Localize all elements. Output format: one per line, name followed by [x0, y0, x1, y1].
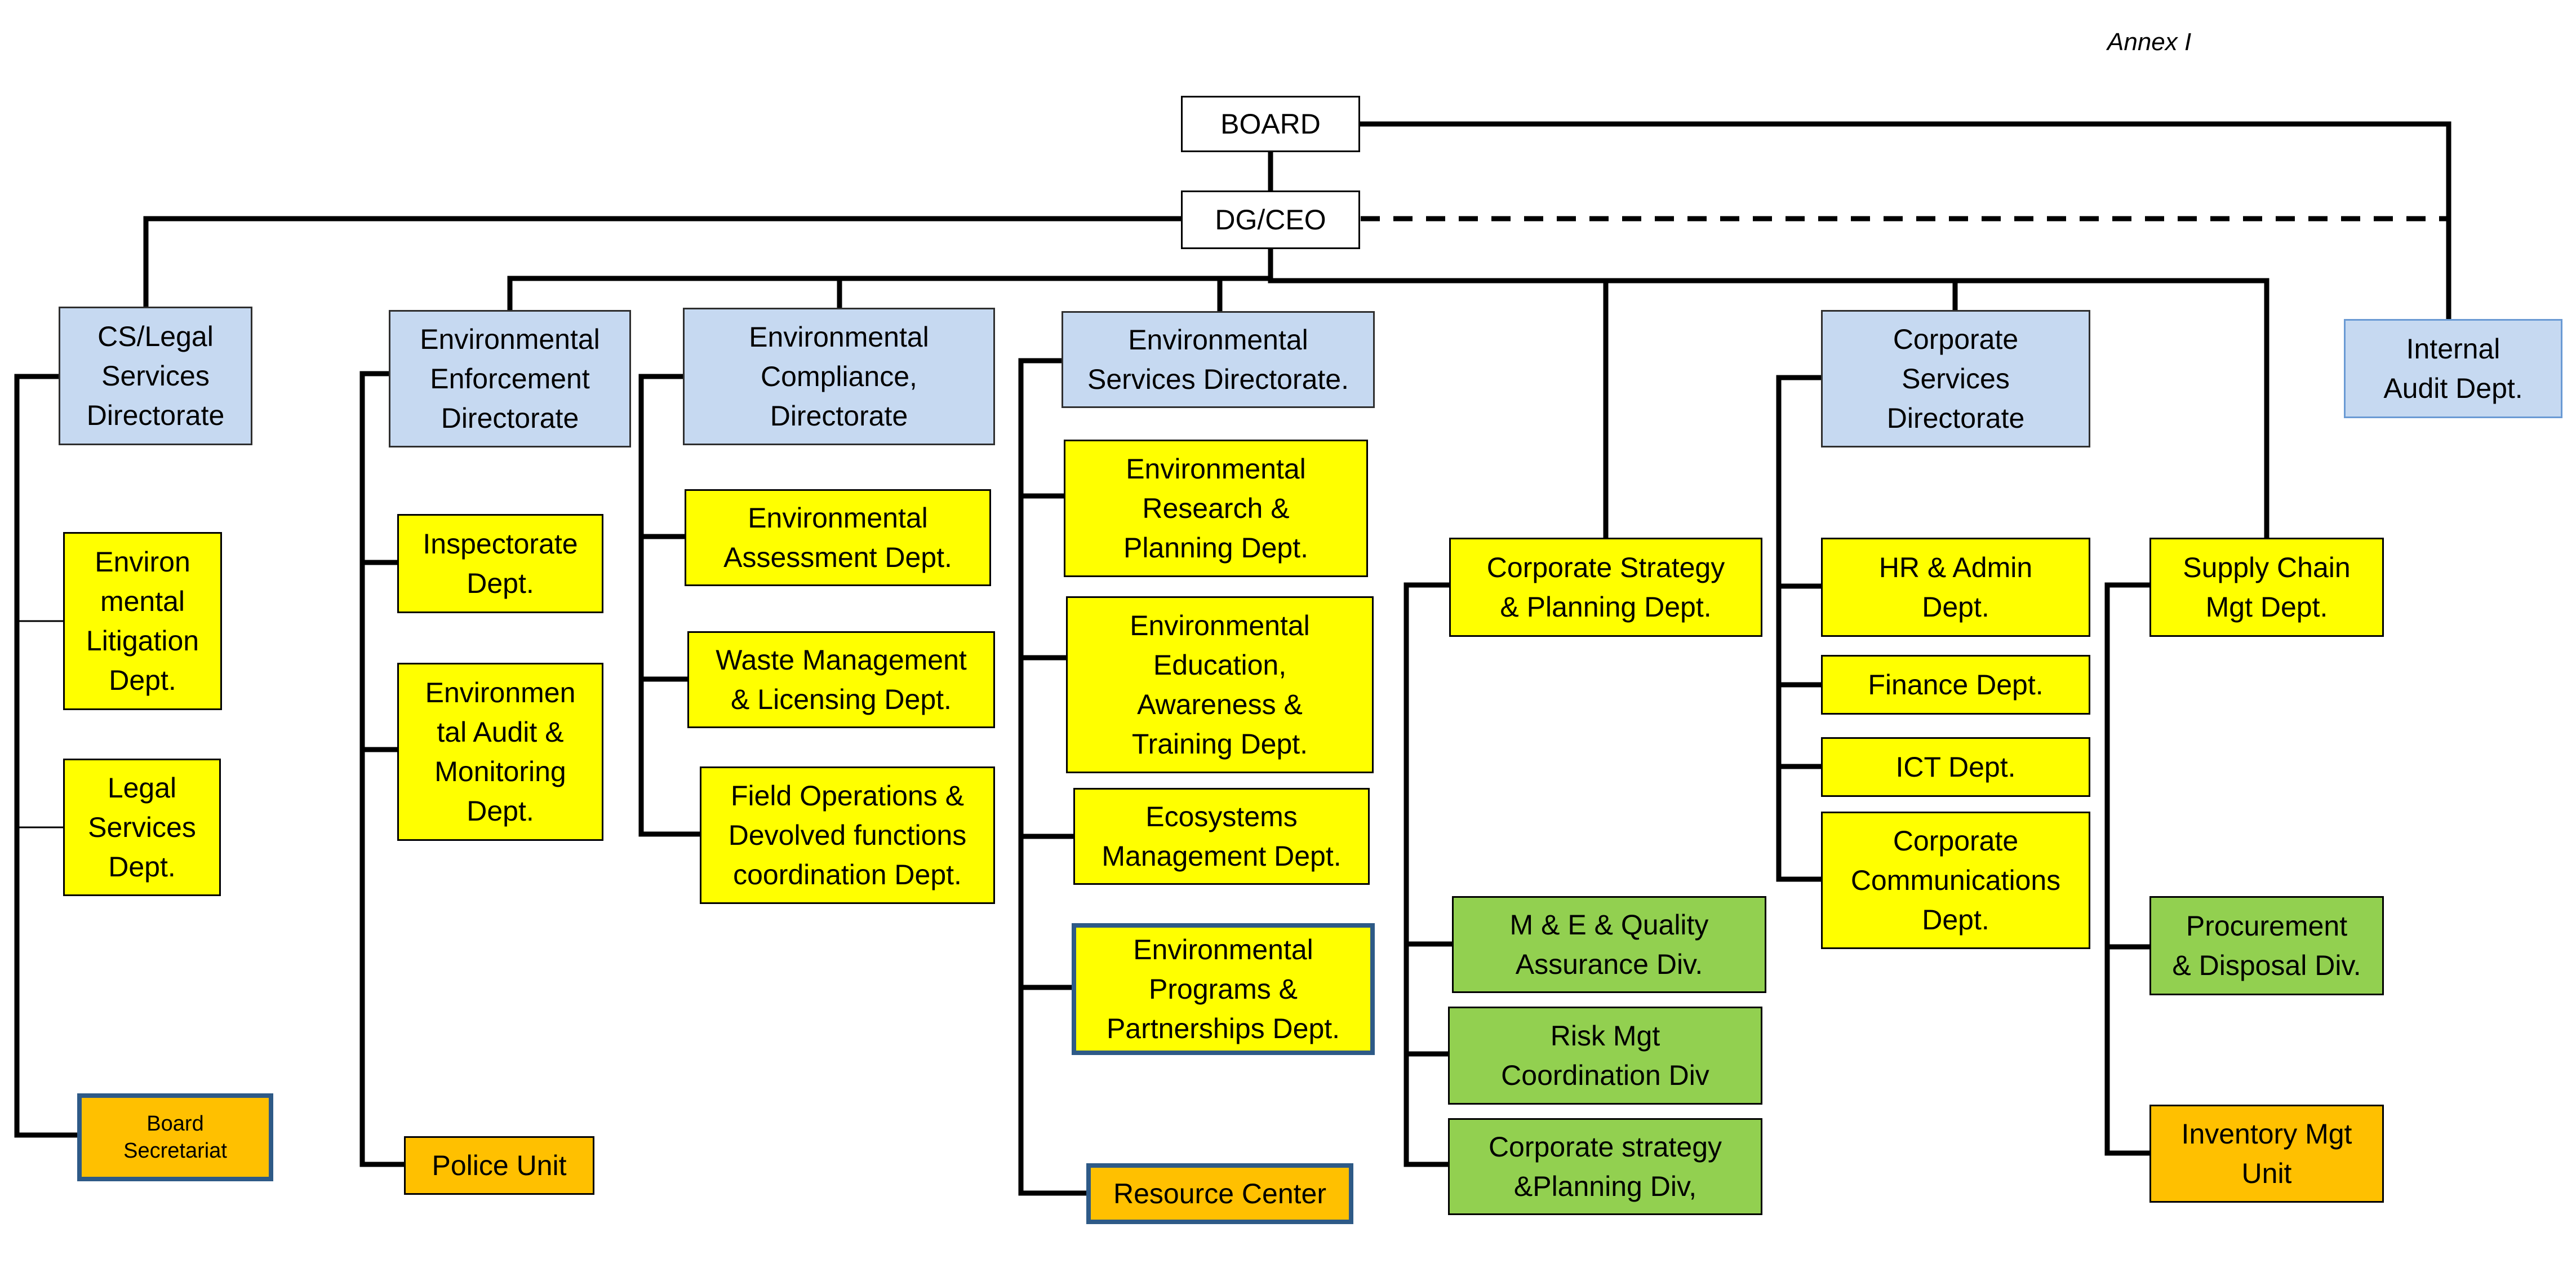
police-unit: Police Unit [404, 1136, 594, 1195]
board-box: BOARD [1181, 96, 1360, 152]
ecosystems-management-dept: Ecosystems Management Dept. [1073, 788, 1370, 885]
board-secretariat: Board Secretariat [77, 1093, 273, 1181]
risk-coordination-div: Risk Mgt Coordination Div [1448, 1007, 1762, 1105]
legal-services-dept: Legal Services Dept. [63, 759, 221, 896]
resource-center: Resource Center [1086, 1163, 1353, 1224]
litigation-dept: Environ mental Litigation Dept. [63, 532, 222, 710]
field-operations-dept: Field Operations & Devolved functions co… [700, 766, 995, 904]
finance-dept: Finance Dept. [1821, 655, 2090, 715]
research-planning-dept: Environmental Research & Planning Dept. [1064, 440, 1368, 577]
internal-audit-dept: Internal Audit Dept. [2344, 319, 2562, 418]
me-quality-assurance-div: M & E & Quality Assurance Div. [1452, 896, 1766, 993]
procurement-disposal-div: Procurement & Disposal Div. [2149, 896, 2384, 995]
assessment-dept: Environmental Assessment Dept. [685, 489, 991, 586]
hr-admin-dept: HR & Admin Dept. [1821, 538, 2090, 637]
programs-partnerships-dept: Environmental Programs & Partnerships De… [1072, 923, 1375, 1055]
services-directorate: Environmental Services Directorate. [1062, 311, 1375, 408]
education-training-dept: Environmental Education, Awareness & Tra… [1066, 596, 1374, 773]
corporate-communications-dept: Corporate Communications Dept. [1821, 812, 2090, 949]
annex-label: Annex I [2107, 28, 2192, 56]
supply-chain-dept: Supply Chain Mgt Dept. [2149, 538, 2384, 637]
inventory-unit: Inventory Mgt Unit [2149, 1105, 2384, 1203]
inspectorate-dept: Inspectorate Dept. [397, 514, 603, 613]
dg-ceo-box: DG/CEO [1181, 190, 1360, 249]
corporate-strategy-div: Corporate strategy &Planning Div, [1448, 1118, 1762, 1215]
enforcement-directorate: Environmental Enforcement Directorate [389, 310, 631, 447]
corporate-strategy-dept: Corporate Strategy & Planning Dept. [1449, 538, 1762, 637]
corporate-directorate: Corporate Services Directorate [1821, 310, 2090, 447]
audit-monitoring-dept: Environmen tal Audit & Monitoring Dept. [397, 663, 603, 841]
cs-legal-directorate: CS/Legal Services Directorate [59, 307, 252, 445]
waste-licensing-dept: Waste Management & Licensing Dept. [687, 631, 995, 728]
ict-dept: ICT Dept. [1821, 737, 2090, 797]
compliance-directorate: Environmental Compliance, Directorate [683, 308, 995, 445]
